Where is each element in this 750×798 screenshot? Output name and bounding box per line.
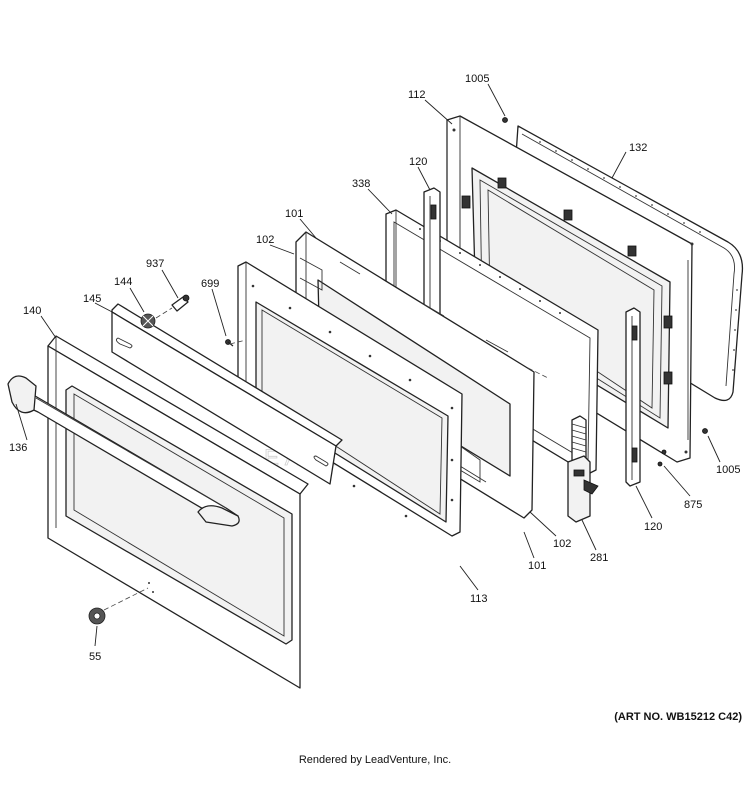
callout-101-top: 101 (285, 208, 303, 220)
callout-1005-top: 1005 (465, 73, 489, 85)
part-875-screws (657, 449, 667, 467)
part-55-bumper (88, 607, 106, 625)
callout-120-bottom: 120 (644, 521, 662, 533)
callout-145: 145 (83, 293, 101, 305)
callout-102-top: 102 (256, 234, 274, 246)
callout-55: 55 (89, 651, 101, 663)
callout-136: 136 (9, 442, 27, 454)
callout-132: 132 (629, 142, 647, 154)
part-136-handle (7, 375, 240, 527)
callout-113: 113 (470, 593, 488, 605)
callout-140: 140 (23, 305, 41, 317)
callout-699: 699 (201, 278, 219, 290)
leader-lines (15, 83, 721, 647)
art-number: (ART NO. WB15212 C42) (614, 711, 742, 723)
callout-875: 875 (684, 499, 702, 511)
callout-1005-right: 1005 (716, 464, 740, 476)
callout-937: 937 (146, 258, 164, 270)
footer-credit: Rendered by LeadVenture, Inc. (298, 754, 452, 766)
part-120-hinge-channel-bottom (625, 307, 641, 487)
callout-112: 112 (408, 89, 426, 101)
callout-338: 338 (352, 178, 370, 190)
part-1005-screw-right (702, 428, 708, 434)
part-281-hinge (567, 415, 599, 523)
callout-102-bottom: 102 (553, 538, 571, 550)
callout-120-top: 120 (409, 156, 427, 168)
part-937-screw (171, 294, 190, 312)
part-699-screw (225, 339, 234, 347)
assembly-lines (103, 307, 549, 611)
callout-144: 144 (114, 276, 132, 288)
callout-101-bottom: 101 (528, 560, 546, 572)
callout-labels: 1005 112 132 120 338 101 102 937 144 699… (9, 73, 740, 663)
part-144-knob (140, 313, 156, 329)
part-102-door-liner (237, 261, 463, 537)
callout-281: 281 (590, 552, 608, 564)
part-1005-screw-top (502, 117, 508, 123)
